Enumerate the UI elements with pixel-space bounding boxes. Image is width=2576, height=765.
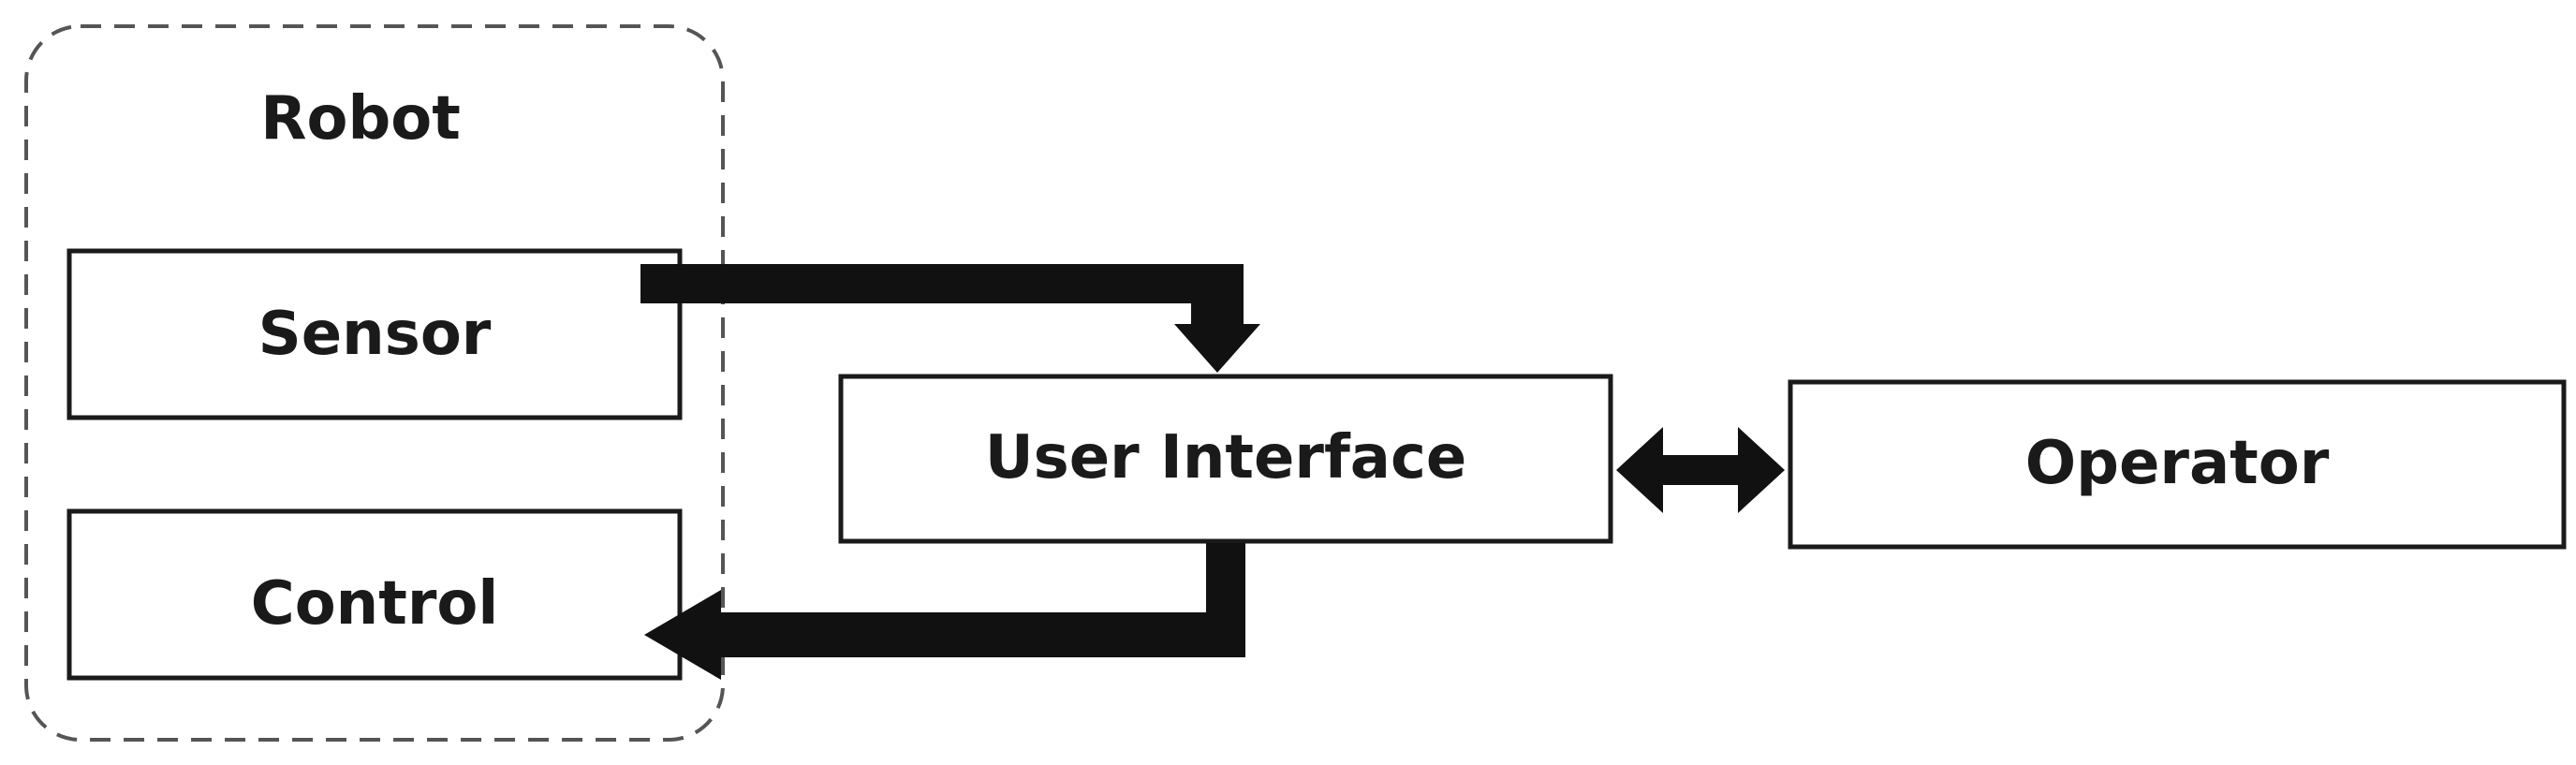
ui-to-control-arrow <box>644 543 1245 680</box>
control-label: Control <box>251 569 499 639</box>
robot-group-label: Robot <box>260 84 461 154</box>
user-interface-label: User Interface <box>985 423 1467 493</box>
user-interface-box <box>838 374 1613 544</box>
control-box <box>66 508 683 681</box>
sensor-box <box>66 248 683 420</box>
operator-label: Operator <box>2025 429 2330 498</box>
operator-box <box>1788 379 2567 550</box>
robot-group-border <box>24 24 725 742</box>
sensor-to-ui-arrow <box>640 264 1260 373</box>
ui-operator-double-arrow <box>1616 427 1785 513</box>
sensor-label: Sensor <box>258 300 492 369</box>
